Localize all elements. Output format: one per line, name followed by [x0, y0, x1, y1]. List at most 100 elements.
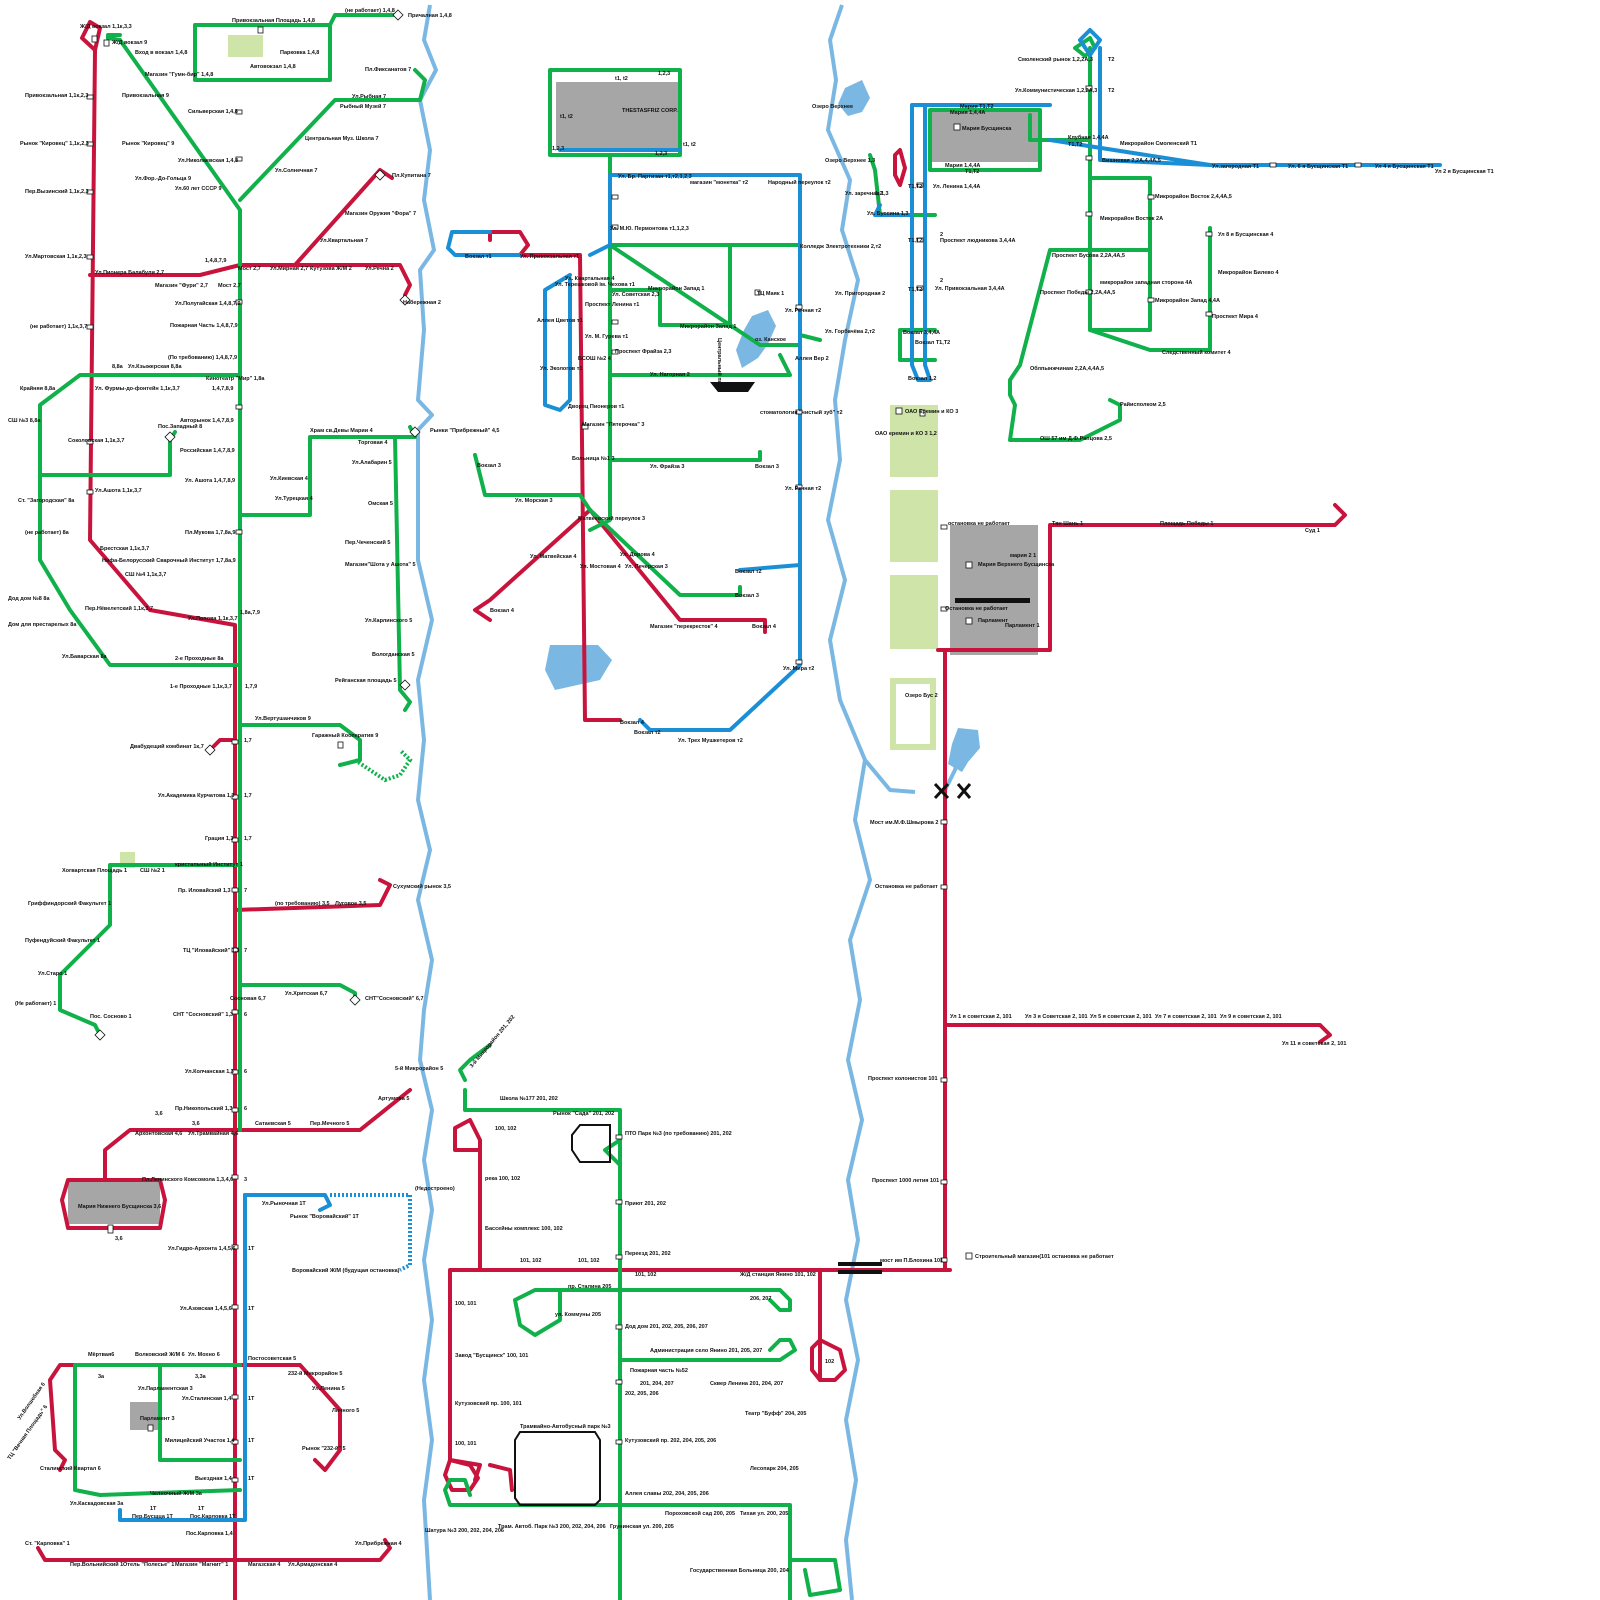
stop-square-icon[interactable] — [795, 484, 803, 490]
stop-square-icon[interactable] — [916, 285, 924, 291]
terminus-diamond-icon[interactable] — [164, 431, 176, 443]
stop-label: 1-е Проходные 1,1к,3,7 — [170, 684, 232, 690]
terminus-diamond-icon[interactable] — [94, 1029, 106, 1041]
stop-label: 5-й Микрорайон 5 — [395, 1065, 443, 1072]
stop-square-icon[interactable] — [86, 94, 94, 100]
stop-square-icon[interactable] — [231, 1107, 239, 1113]
stop-square-icon[interactable] — [231, 1244, 239, 1250]
stop-square-icon[interactable] — [1085, 85, 1093, 91]
stop-square-icon[interactable] — [231, 1394, 239, 1400]
stop-square-icon[interactable] — [615, 1254, 623, 1260]
terminus-diamond-icon[interactable] — [349, 994, 361, 1006]
stop-square-icon[interactable] — [231, 1304, 239, 1310]
terminus-diamond-icon[interactable] — [399, 294, 411, 306]
stop-square-icon[interactable] — [235, 529, 243, 535]
stop-square-icon[interactable] — [231, 947, 239, 953]
stop-square-icon[interactable] — [795, 304, 803, 310]
landmark-square-icon — [895, 407, 903, 415]
stop-square-icon[interactable] — [235, 299, 243, 305]
stop-label: Центральный парк — [716, 338, 723, 390]
terminus-diamond-icon[interactable] — [399, 679, 411, 691]
stop-square-icon[interactable] — [86, 324, 94, 330]
stop-square-icon[interactable] — [91, 35, 98, 43]
stop-square-icon[interactable] — [1085, 289, 1093, 295]
stop-square-icon[interactable] — [611, 224, 619, 230]
stop-square-icon[interactable] — [1147, 297, 1155, 303]
stop-square-icon[interactable] — [86, 141, 94, 147]
stop-square-icon[interactable] — [86, 489, 94, 495]
stop-square-icon[interactable] — [940, 1179, 948, 1185]
bridge-icon — [838, 1270, 882, 1274]
stop-label: Ул.Карлинского 5 — [365, 618, 412, 624]
stop-label: Ул. М.Ю. Пермонтова т1,1,2,3 — [610, 226, 689, 232]
stop-square-icon[interactable] — [231, 1439, 239, 1445]
stop-square-icon[interactable] — [940, 524, 948, 530]
stop-label: Ул.Попова 1,1к,3,7 — [188, 616, 238, 622]
bridges — [514, 382, 1030, 1506]
stop-square-icon[interactable] — [235, 404, 243, 410]
stop-square-icon[interactable] — [257, 26, 264, 34]
stop-square-icon[interactable] — [611, 349, 619, 355]
stop-square-icon[interactable] — [86, 439, 94, 445]
terminus-diamond-icon[interactable] — [392, 9, 404, 21]
stop-square-icon[interactable] — [231, 1069, 239, 1075]
stop-square-icon[interactable] — [231, 837, 239, 843]
stop-square-icon[interactable] — [231, 1477, 239, 1483]
stop-square-icon[interactable] — [86, 189, 94, 195]
stop-square-icon[interactable] — [615, 1379, 623, 1385]
stop-square-icon[interactable] — [615, 1134, 623, 1140]
stop-label: Центральная Муз. Школа 7 — [305, 136, 379, 142]
stop-square-icon[interactable] — [1147, 194, 1155, 200]
stop-label: магазин "монетка" т2 — [690, 180, 748, 186]
stop-square-icon[interactable] — [1085, 211, 1093, 217]
stop-label: Ул 2 я Бусщинская Т1 — [1435, 169, 1494, 175]
stop-square-icon[interactable] — [1205, 311, 1213, 317]
stop-square-icon[interactable] — [581, 424, 589, 430]
terminus-diamond-icon[interactable] — [409, 426, 421, 438]
stop-square-icon[interactable] — [615, 1199, 623, 1205]
terminus-diamond-icon[interactable] — [204, 744, 216, 756]
stop-square-icon[interactable] — [916, 182, 924, 188]
stop-label: Гриффиндорский Факультет 1 — [28, 900, 111, 907]
stop-square-icon[interactable] — [940, 1077, 948, 1083]
stop-square-icon[interactable] — [235, 109, 243, 115]
stop-label: t1, t2 — [560, 114, 573, 120]
stop-label: Воровайский Ж/М (будущая остановка) — [292, 1267, 400, 1274]
stop-square-icon[interactable] — [231, 887, 239, 893]
stop-square-icon[interactable] — [940, 884, 948, 890]
stop-square-icon[interactable] — [1085, 155, 1093, 161]
stop-square-icon[interactable] — [940, 606, 948, 612]
stop-label: СШ №4 1,1к,3,7 — [125, 572, 166, 578]
stop-square-icon[interactable] — [795, 409, 803, 415]
landmark-square-icon — [107, 1224, 114, 1234]
stop-square-icon[interactable] — [1205, 231, 1213, 237]
stop-label: Строительный магазин(101 остановка не ра… — [975, 1253, 1114, 1260]
stop-square-icon[interactable] — [103, 39, 110, 47]
stop-label: Лесопарк 204, 205 — [750, 1466, 799, 1472]
stop-label: Пер.Мечного 5 — [310, 1121, 349, 1127]
stop-label: Проспект Ленина т1 — [585, 302, 639, 308]
stop-square-icon[interactable] — [611, 194, 619, 200]
stop-square-icon[interactable] — [86, 254, 94, 260]
stop-square-icon[interactable] — [795, 659, 803, 665]
stop-square-icon[interactable] — [1354, 162, 1362, 168]
stop-square-icon[interactable] — [1269, 162, 1277, 168]
stop-label: Парламент — [978, 618, 1008, 624]
stop-square-icon[interactable] — [940, 819, 948, 825]
stop-square-icon[interactable] — [611, 319, 619, 325]
stop-label: Ул 7 я советская 2, 101 — [1155, 1014, 1217, 1020]
stop-square-icon[interactable] — [919, 409, 926, 417]
terminus-diamond-icon[interactable] — [374, 169, 386, 181]
stop-square-icon[interactable] — [940, 1257, 948, 1263]
stop-square-icon[interactable] — [615, 1439, 623, 1445]
stop-square-icon[interactable] — [231, 1174, 239, 1180]
stop-label: ТЦ "Иловайский" 1,3 — [183, 947, 239, 954]
stop-square-icon[interactable] — [231, 739, 239, 745]
stop-square-icon[interactable] — [231, 794, 239, 800]
stop-square-icon[interactable] — [916, 237, 924, 243]
stop-label: Ул.Николаевская 1,4,8 — [178, 158, 238, 164]
stop-square-icon[interactable] — [231, 1009, 239, 1015]
stop-square-icon[interactable] — [235, 156, 243, 162]
stop-square-icon[interactable] — [615, 1324, 623, 1330]
stop-label: Дворец Пионеров т1 — [568, 404, 624, 410]
